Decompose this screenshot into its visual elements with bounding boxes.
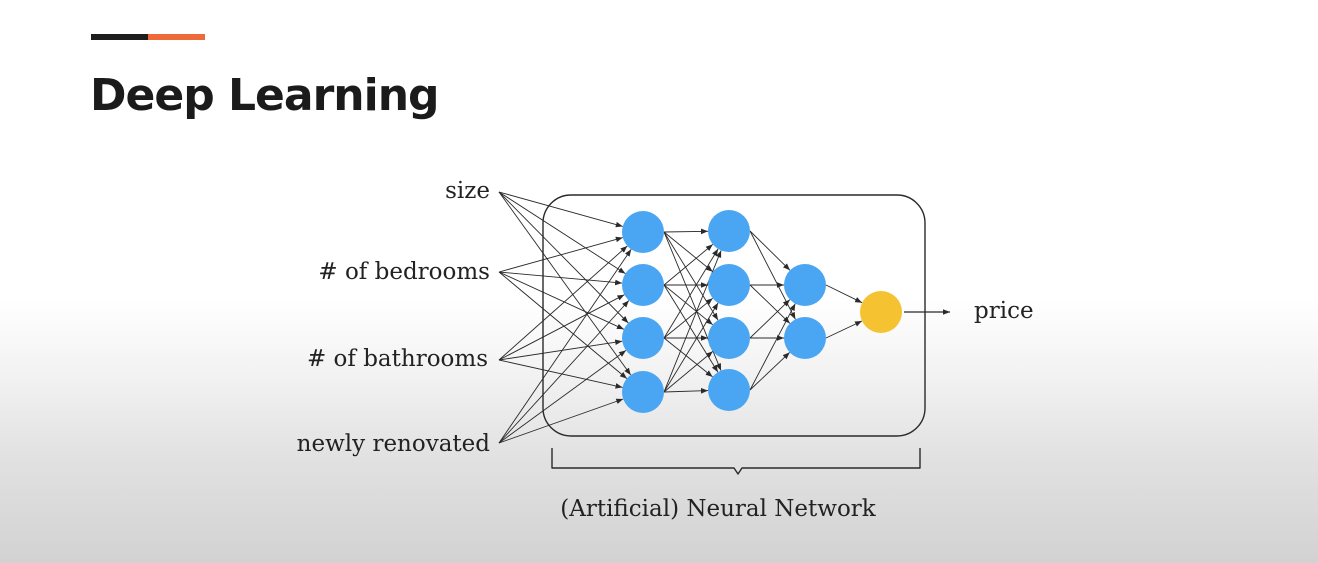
edge-l2n1-to-l3n1 [749, 230, 791, 271]
edge-input4-to-h1-4 [498, 398, 624, 444]
network-nodes [622, 210, 902, 413]
edge-l3n1-to-l4n1 [825, 284, 863, 304]
edge-l1n1-to-l2n1 [663, 228, 709, 235]
accent-bar-orange-segment [148, 34, 205, 40]
edge-l2n3-to-l3n1 [749, 299, 791, 339]
edge-l1n4-to-l2n2 [663, 302, 719, 393]
input-label-size: size [445, 178, 490, 204]
edge-l1n3-to-l2n4 [663, 337, 713, 378]
edge-l1n4-to-l2n1 [663, 250, 722, 393]
network-edges [498, 191, 863, 444]
output-node [860, 291, 902, 333]
edge-input1-to-h1-1 [498, 191, 623, 228]
edge-l1n4-to-l2n4 [663, 388, 709, 394]
edge-input3-to-h1-1 [498, 245, 628, 361]
edge-input2-to-h1-1 [498, 236, 623, 273]
edge-input3-to-h1-3 [498, 339, 623, 361]
input-label-newly-renovated: newly renovated [297, 431, 491, 457]
edge-input4-to-h1-2 [498, 300, 630, 444]
network-box [542, 194, 926, 437]
hidden-layer-2-node-3 [708, 317, 750, 359]
edge-l3n2-to-l4n1 [825, 320, 863, 339]
edge-input4-to-h1-3 [498, 350, 627, 444]
slide-title: Deep Learning [90, 70, 440, 121]
edge-l1n3-to-l2n2 [663, 297, 713, 339]
edge-l2n4-to-l3n1 [749, 303, 796, 391]
hidden-layer-2-node-4 [708, 369, 750, 411]
edge-l1n2-to-l2n1 [663, 244, 714, 286]
edge-input2-to-h1-3 [498, 271, 625, 330]
title-accent-bar [91, 34, 205, 40]
input-label-bathrooms: # of bathrooms [307, 346, 488, 372]
edge-input3-to-h1-2 [498, 294, 625, 361]
edge-l1n3-to-l2n1 [663, 248, 719, 339]
hidden-layer-1-node-1 [622, 211, 664, 253]
hidden-layer-1-node-4 [622, 371, 664, 413]
edge-input1-to-h1-4 [498, 191, 632, 376]
edge-input2-to-h1-2 [498, 271, 623, 286]
network-brace [551, 448, 921, 475]
edge-input4-to-h1-1 [498, 249, 632, 444]
output-label-price: price [974, 298, 1034, 324]
edge-l1n1-to-l2n3 [663, 231, 719, 321]
edge-input3-to-h1-4 [498, 359, 623, 389]
edge-l2n4-to-l3n2 [749, 352, 791, 391]
brace-label: (Artificial) Neural Network [560, 496, 877, 522]
hidden-layer-2-node-1 [708, 210, 750, 252]
accent-bar-dark-segment [91, 34, 148, 40]
edge-l1n2-to-l2n3 [663, 284, 713, 326]
edge-l1n4-to-l2n3 [663, 351, 714, 393]
input-label-bedrooms: # of bedrooms [318, 259, 490, 285]
hidden-layer-1-node-3 [622, 317, 664, 359]
hidden-layer-3-node-1 [784, 264, 826, 306]
hidden-layer-3-node-2 [784, 317, 826, 359]
edge-input1-to-h1-3 [498, 191, 629, 324]
edge-l2n2-to-l3n2 [749, 284, 791, 324]
edge-input2-to-h1-4 [498, 271, 628, 379]
edge-l1n1-to-l2n2 [663, 231, 713, 273]
edge-input1-to-h1-2 [498, 191, 626, 274]
hidden-layer-2-node-2 [708, 264, 750, 306]
hidden-layer-1-node-2 [622, 264, 664, 306]
